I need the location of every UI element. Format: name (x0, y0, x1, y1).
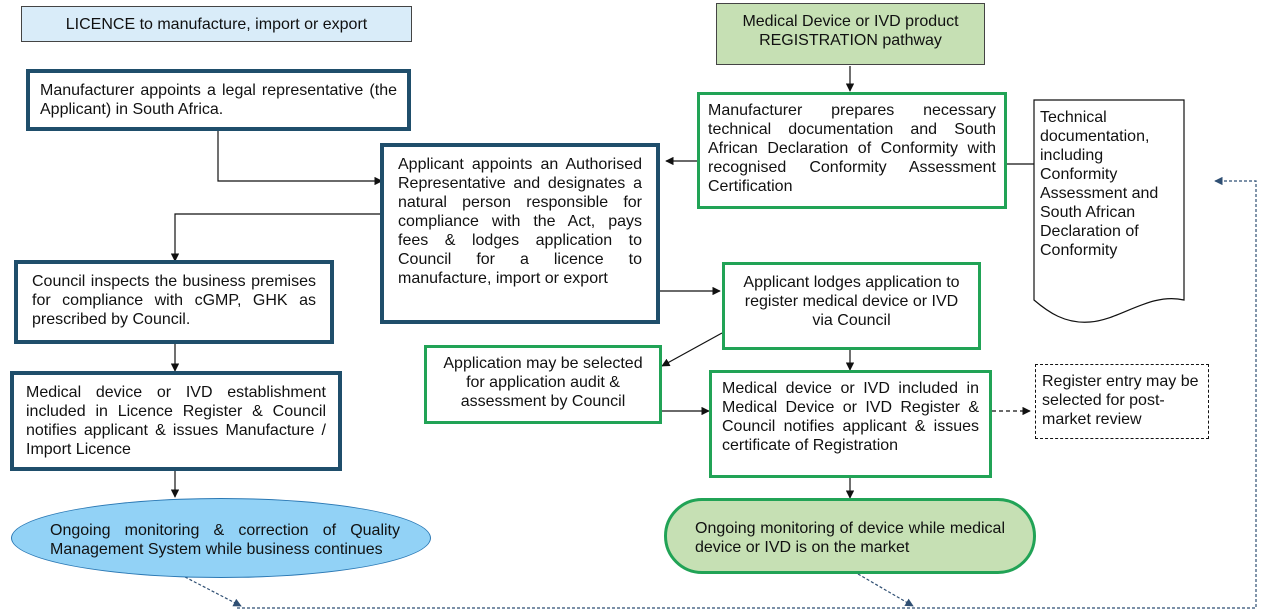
included-register-box: Medical device or IVD included in Medica… (709, 370, 992, 478)
feedback-from-qms (184, 576, 242, 607)
feedback-from-device (857, 573, 914, 607)
ongoing-device-oval: Ongoing monitoring of device while medic… (664, 498, 1036, 574)
registration-header: Medical Device or IVD product REGISTRATI… (716, 3, 985, 65)
lodges-application-box: Applicant lodges application to register… (722, 262, 981, 350)
appoint-legal-rep-box: Manufacturer appoints a legal representa… (26, 69, 411, 131)
connector-applicant-to-inspects (170, 213, 382, 262)
establishment-included-box: Medical device or IVD establishment incl… (10, 371, 342, 471)
prepares-docs-box: Manufacturer prepares necessary technica… (697, 92, 1007, 209)
council-inspects-box: Council inspects the business premises f… (14, 260, 334, 344)
ongoing-qms-oval: Ongoing monitoring & correction of Quali… (11, 498, 431, 578)
connector-legal-to-applicant (217, 130, 383, 186)
post-market-box: Register entry may be selected for post-… (1035, 364, 1209, 439)
connector-lodges-to-audit (661, 332, 723, 367)
applicant-appoints-box: Applicant appoints an Authorised Represe… (380, 143, 660, 324)
licence-header: LICENCE to manufacture, import or export (21, 6, 412, 42)
tech-doc-text: Technical documentation, including Confo… (1040, 109, 1159, 259)
audit-selection-box: Application may be selected for applicat… (424, 345, 662, 424)
